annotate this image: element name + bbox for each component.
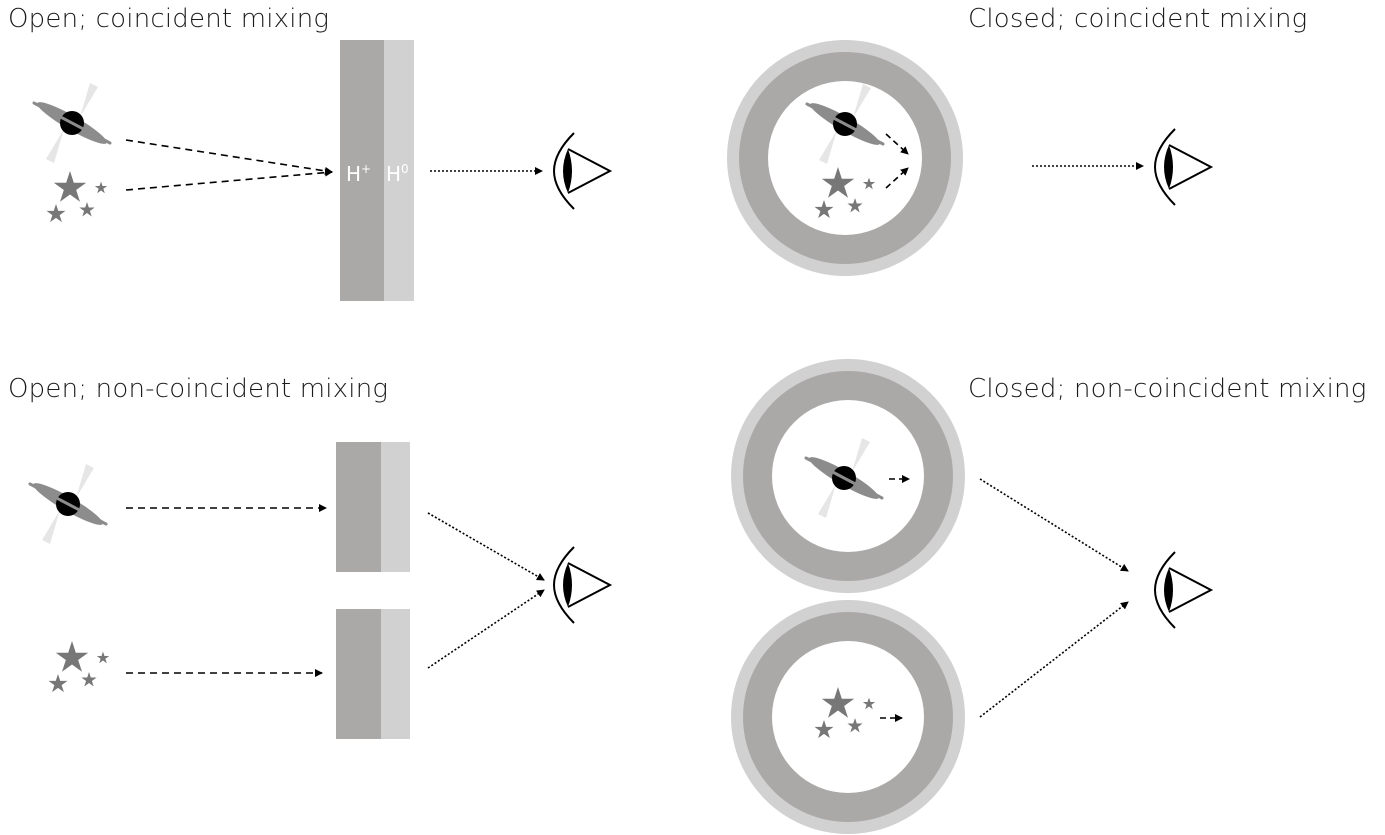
eye-icon	[553, 546, 611, 624]
panel-open-coincident: H+ H0	[32, 40, 611, 301]
neutral-hydrogen-label: H0	[386, 162, 409, 186]
title-closed-noncoincident: Closed; non-coincident mixing	[968, 374, 1367, 404]
shell-cavity	[768, 81, 922, 235]
panel-closed-noncoincident	[731, 359, 1212, 834]
panel-closed-coincident	[727, 40, 1212, 276]
title-closed-coincident: Closed; coincident mixing	[968, 4, 1307, 34]
ionized-hydrogen-label: H+	[346, 162, 371, 186]
shell-cavity	[772, 641, 924, 793]
title-open-coincident: Open; coincident mixing	[8, 4, 329, 34]
agn-icon	[32, 81, 112, 165]
neutral-gas-slab	[381, 609, 410, 739]
eye-icon	[1154, 551, 1212, 629]
eye-icon	[553, 132, 611, 210]
stars-to-shell-arrow	[885, 167, 909, 189]
stars-to-gas-arrow	[125, 168, 333, 191]
neutral-gas-slab	[381, 442, 410, 572]
shell-to-eye-arrow	[979, 601, 1129, 718]
panel-open-noncoincident	[28, 442, 611, 739]
stars-icon	[48, 641, 109, 692]
neutral-gas-slab	[384, 40, 414, 301]
ionized-gas-slab	[336, 442, 381, 572]
ionized-gas-slab	[336, 609, 381, 739]
stars-icon	[46, 171, 107, 222]
ionized-gas-slab	[340, 40, 384, 301]
eye-icon	[1154, 128, 1212, 206]
shell-to-eye-arrow	[979, 478, 1129, 572]
agn-to-gas-arrow	[125, 139, 333, 175]
gas-to-eye-arrow	[427, 512, 545, 581]
title-open-noncoincident: Open; non-coincident mixing	[8, 374, 388, 404]
agn-to-shell-arrow	[885, 133, 909, 155]
agn-icon	[28, 462, 108, 546]
gas-to-eye-arrow	[427, 589, 545, 669]
